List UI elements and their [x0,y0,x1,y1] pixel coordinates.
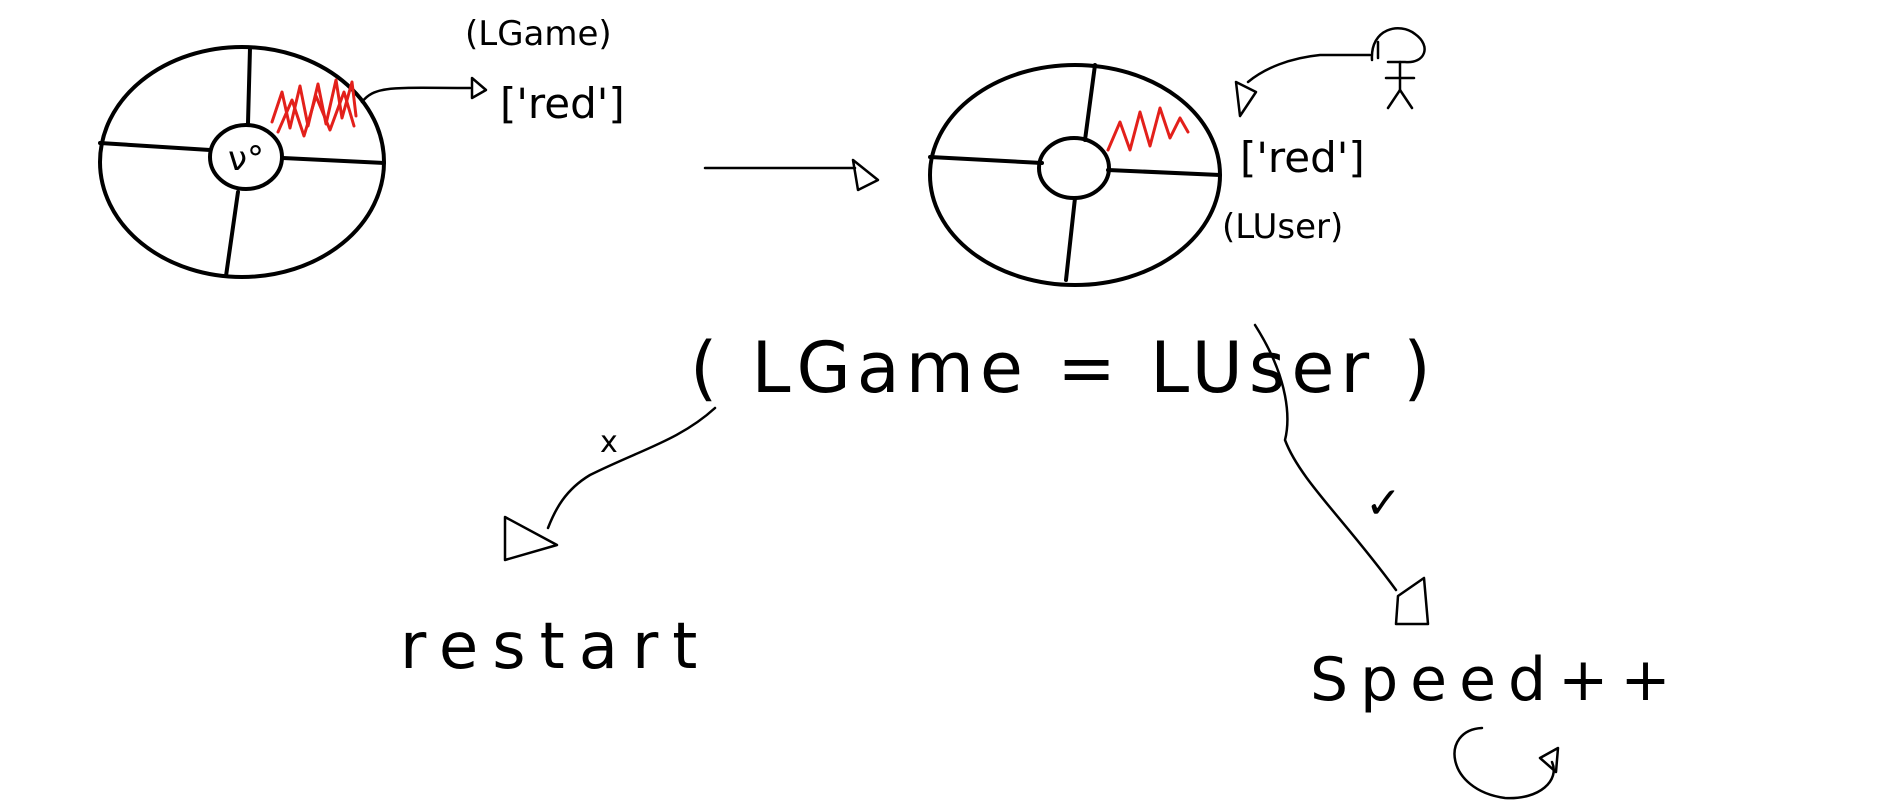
stick-figure-icon [1370,27,1426,110]
game-wheel-center-label: ν° [228,139,264,179]
game-wheel-spoke-top [246,46,252,125]
game-sequence-value: ['red'] [500,79,625,128]
game-wheel-red-highlight-2 [276,90,356,138]
user-wheel-spoke-right [1106,168,1222,177]
false-branch-line [546,406,717,530]
game-wheel-spoke-right [281,156,386,165]
user-to-sequence-connector [1246,53,1372,84]
game-to-sequence-connector [360,86,472,104]
user-sequence-label: (LUser) [1222,207,1343,247]
user-wheel-spoke-top [1083,63,1097,142]
user-wheel-red-highlight [1106,106,1190,152]
user-wheel-spoke-bottom [1064,196,1077,282]
game-to-sequence-arrowhead [470,76,488,100]
loop-back-arrowhead [1538,746,1560,774]
user-wheel-spoke-left [928,155,1044,165]
wheel-transition-arrowhead [851,158,880,192]
game-wheel-hub [208,123,284,191]
false-branch-mark: x [600,425,618,460]
comparison-expression: ( LGame = LUser ) [690,327,1437,409]
true-branch-arrowhead [1394,576,1430,626]
user-sequence-value: ['red'] [1240,133,1365,182]
game-sequence-label: (LGame) [465,14,612,54]
speed-label: Speed++ [1310,645,1683,715]
game-wheel-spoke-bottom [224,190,240,278]
user-wheel [928,63,1222,287]
game-wheel-spoke-left [98,141,212,152]
true-branch-line [1253,323,1398,592]
loop-back-arrow [1453,726,1555,800]
restart-label: restart [400,610,711,684]
user-wheel-hub [1037,136,1111,200]
game-wheel-red-highlight [270,78,358,130]
user-to-sequence-arrowhead [1234,80,1258,118]
false-branch-arrowhead [503,515,559,562]
true-branch-mark: ✓ [1365,478,1402,529]
stick-figure-legs [1386,88,1414,110]
stick-figure-head [1370,27,1426,64]
game-wheel: ν° [98,45,386,279]
